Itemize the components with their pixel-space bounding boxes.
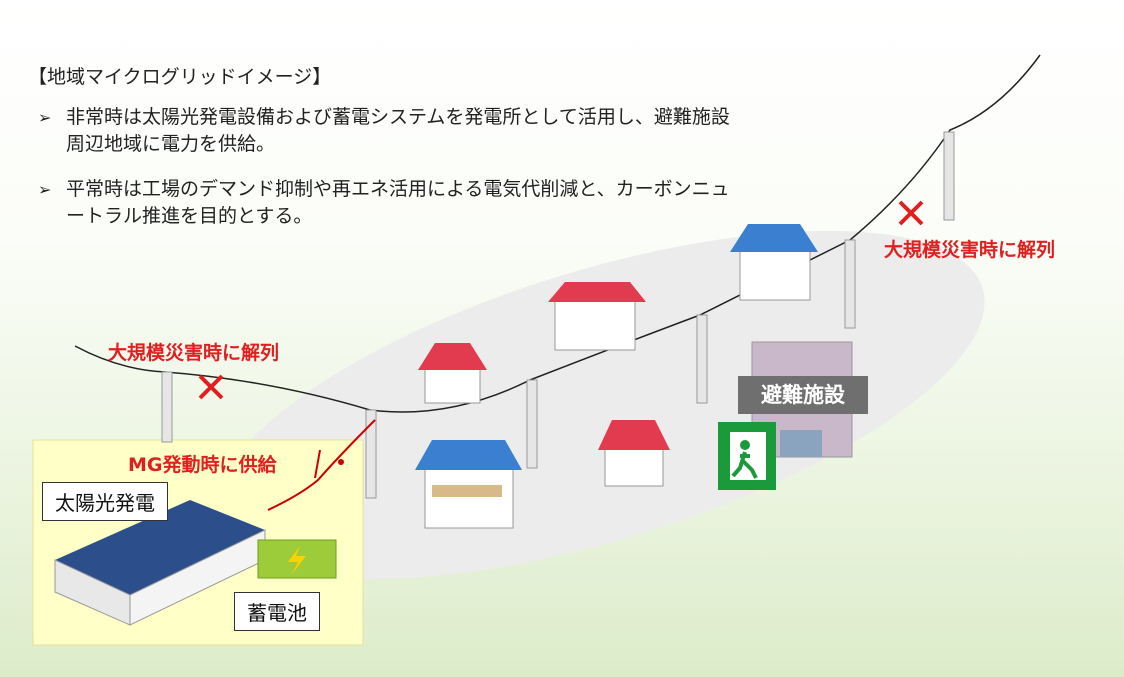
mg-supply-label: MG発動時に供給 <box>128 454 277 476</box>
house <box>415 440 522 529</box>
bullet-normal: ➢ 平常時は工場のデマンド抑制や再エネ活用による電気代削減と、カーボンニュートラ… <box>38 178 730 227</box>
community-area <box>215 230 985 580</box>
page-title: 【地域マイクログリッドイメージ】 <box>28 66 332 88</box>
house <box>548 282 646 351</box>
battery-label: 蓄電池 <box>234 592 320 631</box>
supply-cable <box>267 419 376 511</box>
house <box>598 420 670 487</box>
disconnect-label-right: 大規模災害時に解列 <box>884 239 1056 261</box>
arrow-bullet-icon: ➢ <box>38 108 52 127</box>
arrow-bullet-icon: ➢ <box>38 180 52 199</box>
house <box>418 343 487 404</box>
emergency-exit-icon <box>718 422 776 490</box>
disconnect-x-icon <box>198 200 924 400</box>
shelter-label: 避難施設 <box>738 376 868 414</box>
battery-icon <box>257 539 337 579</box>
factory-solar-icon <box>54 500 266 626</box>
utility-poles <box>161 131 955 499</box>
solar-label: 太陽光発電 <box>42 482 168 521</box>
disconnect-label-left: 大規模災害時に解列 <box>108 342 280 364</box>
bullet-emergency: ➢ 非常時は太陽光発電設備および蓄電システムを発電所として活用し、避難施設周辺地… <box>38 106 730 155</box>
house <box>730 224 818 301</box>
